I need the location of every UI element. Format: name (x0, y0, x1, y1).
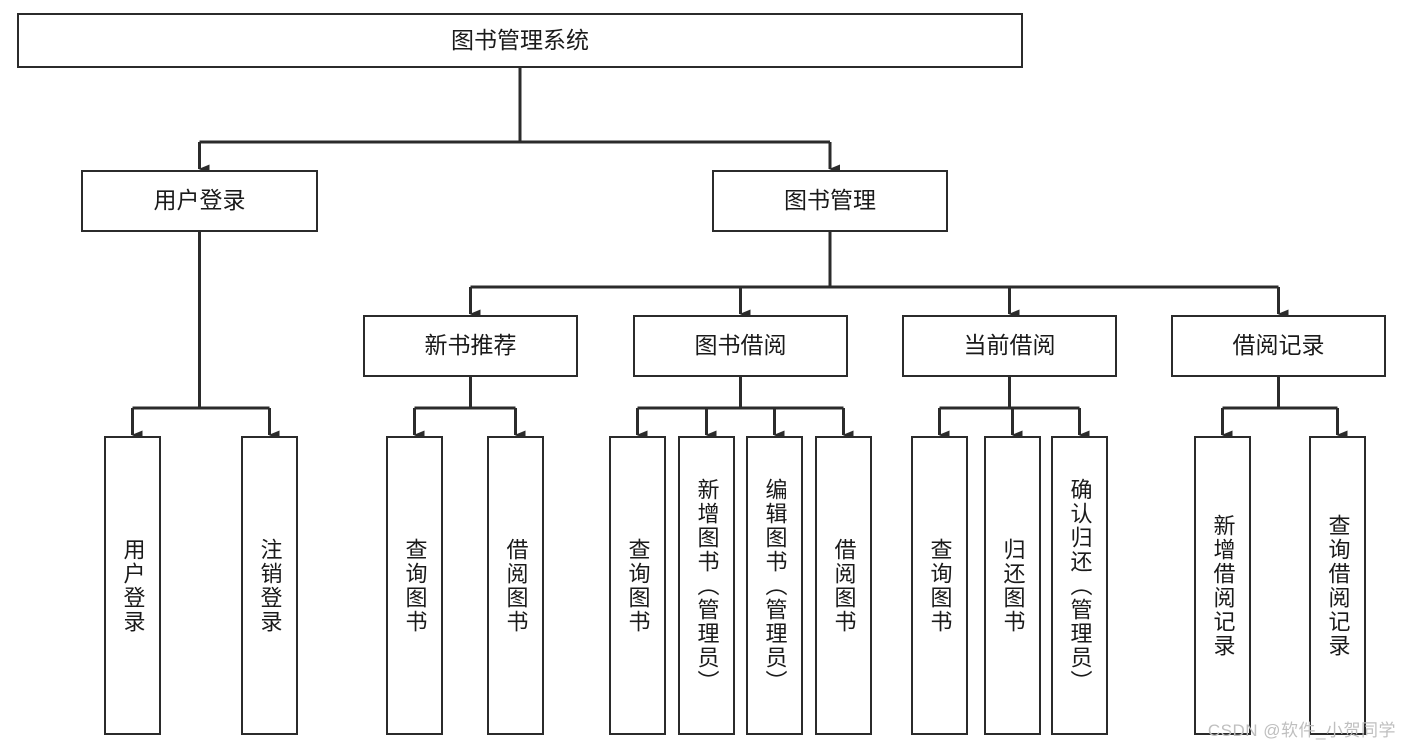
node-leaf-current-query[interactable]: 查询图书 (911, 436, 968, 735)
node-leaf-current-confirm[interactable]: 确认归还（管理员） (1051, 436, 1108, 735)
node-label: 用户登录 (153, 187, 246, 214)
node-leaf-user-login[interactable]: 用户登录 (104, 436, 161, 735)
node-label: 用户登录 (120, 537, 146, 634)
node-label: 新增借阅记录 (1210, 513, 1236, 658)
node-label: 查询借阅记录 (1325, 513, 1351, 658)
node-leaf-borrow-query[interactable]: 查询图书 (609, 436, 666, 735)
node-label: 归还图书 (1000, 537, 1026, 634)
node-login[interactable]: 用户登录 (81, 170, 318, 232)
node-label: 编辑图书（管理员） (762, 477, 788, 694)
node-label: 新增图书（管理员） (694, 477, 720, 694)
node-label: 注销登录 (257, 537, 283, 634)
node-leaf-borrow-lend[interactable]: 借阅图书 (815, 436, 872, 735)
node-label: 确认归还（管理员） (1067, 477, 1093, 694)
node-label: 借阅图书 (831, 537, 857, 634)
node-label: 查询图书 (927, 537, 953, 634)
node-bookmgr[interactable]: 图书管理 (712, 170, 948, 232)
node-leaf-record-query[interactable]: 查询借阅记录 (1309, 436, 1366, 735)
node-label: 图书管理 (784, 187, 876, 214)
node-label: 新书推荐 (424, 332, 517, 359)
node-label: 借阅图书 (503, 537, 529, 634)
node-label: 借阅记录 (1232, 332, 1325, 359)
node-borrow[interactable]: 图书借阅 (633, 315, 848, 377)
node-label: 当前借阅 (963, 332, 1056, 359)
node-records[interactable]: 借阅记录 (1171, 315, 1386, 377)
node-leaf-borrow-add[interactable]: 新增图书（管理员） (678, 436, 735, 735)
node-label: 查询图书 (625, 537, 651, 634)
node-label: 图书管理系统 (451, 26, 589, 53)
node-newbook[interactable]: 新书推荐 (363, 315, 578, 377)
node-current[interactable]: 当前借阅 (902, 315, 1117, 377)
node-root[interactable]: 图书管理系统 (17, 13, 1023, 68)
node-label: 图书借阅 (694, 332, 787, 359)
node-leaf-current-return[interactable]: 归还图书 (984, 436, 1041, 735)
connector-group (131, 68, 1348, 440)
node-leaf-borrow-edit[interactable]: 编辑图书（管理员） (746, 436, 803, 735)
node-leaf-new-query[interactable]: 查询图书 (386, 436, 443, 735)
node-leaf-new-borrow[interactable]: 借阅图书 (487, 436, 544, 735)
node-leaf-record-add[interactable]: 新增借阅记录 (1194, 436, 1251, 735)
node-label: 查询图书 (402, 537, 428, 634)
node-leaf-user-logout[interactable]: 注销登录 (241, 436, 298, 735)
